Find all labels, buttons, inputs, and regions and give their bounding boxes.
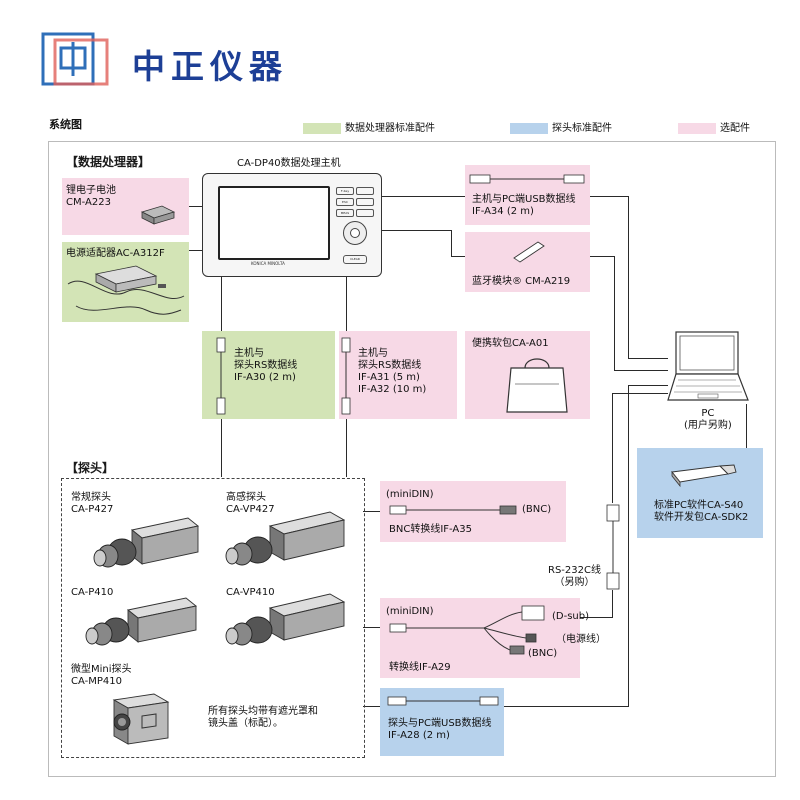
device-screen	[218, 186, 330, 260]
line-bt-in	[451, 256, 465, 257]
line-usb-pc-h	[590, 196, 628, 197]
usb-cable-label: 主机与PC端USB数据线 IF-A34 (2 m)	[472, 194, 576, 217]
brand-logo	[41, 32, 109, 88]
brand-name: 中正仪器	[132, 47, 288, 86]
legend-label-probe: 探头标准配件	[552, 123, 612, 134]
legend-swatch-green	[303, 123, 341, 134]
device-key-6[interactable]	[356, 209, 374, 217]
probe-p427-icon	[93, 517, 200, 568]
device-key-clear[interactable]: CLEAR	[343, 255, 367, 264]
usb-cable-icon	[469, 174, 585, 184]
diagram-frame	[48, 141, 776, 777]
line-bt-pc-h	[590, 256, 614, 257]
section-processor-heading: 【数据处理器】	[66, 155, 151, 169]
line-bt-vert	[451, 230, 452, 256]
battery-box	[62, 178, 189, 235]
device-key-5[interactable]: MEAS	[336, 209, 354, 217]
probe-label-p410: CA-P410	[71, 587, 114, 598]
probe-usb-icon	[387, 696, 499, 706]
soft-case-label: 便携软包CA-A01	[472, 338, 549, 349]
rs232c-cable-icon	[606, 504, 620, 590]
main-unit-device: KONICA MINOLTA F-Key ESC MEAS CLEAR	[202, 173, 382, 277]
bnc-cable-right: (BNC)	[522, 504, 552, 515]
rs-cable-opt-label: 主机与 探头RS数据线 IF-A31 (5 m) IF-A32 (10 m)	[358, 348, 427, 395]
probe-usb-label: 探头与PC端USB数据线 IF-A28 (2 m)	[388, 718, 492, 741]
bluetooth-box	[465, 232, 590, 292]
bluetooth-label: 蓝牙模块® CM-A219	[472, 276, 571, 287]
adapter-label: 电源适配器AC-A312F	[66, 248, 165, 259]
line-a29	[363, 627, 380, 628]
laptop-pc-icon	[667, 331, 749, 401]
probe-label-mp410: 微型Mini探头 CA-MP410	[71, 664, 132, 687]
rs232c-label: RS-232C线 （另购）	[548, 565, 601, 588]
usb-dongle-icon	[671, 464, 737, 488]
line-a28-pc-h2	[628, 385, 668, 386]
legend-swatch-blue	[510, 123, 548, 134]
line-bt-pc-v	[614, 256, 615, 370]
probe-mp410-icon	[112, 693, 170, 745]
software-label: 标准PC软件CA-S40 软件开发包CA-SDK2	[654, 500, 749, 523]
rs-cable-opt-icon	[341, 337, 351, 415]
software-box	[637, 448, 763, 538]
device-key-3[interactable]: ESC	[336, 198, 354, 206]
probes-group	[61, 478, 365, 758]
legend-label-processor: 数据处理器标准配件	[345, 123, 435, 134]
device-key-1[interactable]: F-Key	[336, 187, 354, 195]
bnc-cable-icon	[389, 505, 517, 515]
probe-note: 所有探头均带有遮光罩和 镜头盖（标配）。	[208, 706, 318, 729]
line-rs232-dsub	[612, 590, 613, 618]
legend-swatch-pink	[678, 123, 716, 134]
probe-label-vp427: 高感探头 CA-VP427	[226, 492, 275, 515]
battery-icon	[140, 205, 176, 225]
a29-name: 转换线IF-A29	[389, 662, 451, 673]
soft-case-icon	[506, 358, 568, 413]
rs-cable-opt-box	[339, 331, 457, 419]
legend-label-optional: 选配件	[720, 123, 750, 134]
line-battery-main	[189, 206, 202, 207]
section-probes-heading: 【探头】	[66, 461, 115, 475]
bnc-cable-left: (miniDIN)	[386, 489, 434, 500]
line-rs232-h	[612, 393, 668, 394]
line-main-usb	[381, 196, 465, 197]
bluetooth-module-icon	[513, 241, 545, 263]
line-bnc	[363, 511, 380, 512]
a29-cable-box	[380, 598, 580, 678]
bnc-cable-name: BNC转换线IF-A35	[389, 524, 472, 535]
a29-left: (miniDIN)	[386, 606, 434, 617]
probe-vp410-icon	[225, 593, 346, 646]
battery-label: 锂电子电池 CM-A223	[66, 185, 116, 208]
line-rs232-v	[612, 393, 613, 503]
line-bt-pc-h2	[614, 370, 668, 371]
main-unit-label: CA-DP40数据处理主机	[237, 158, 341, 169]
a29-bnc: (BNC)	[528, 648, 558, 659]
pc-label: PC (用户另购)	[684, 408, 732, 431]
line-a28-pc-h	[504, 706, 628, 707]
power-adapter-icon	[67, 265, 185, 315]
rs-cable-std-label: 主机与 探头RS数据线 IF-A30 (2 m)	[234, 348, 298, 383]
probe-p410-icon	[85, 597, 198, 646]
device-brand: KONICA MINOLTA	[251, 261, 285, 266]
probe-label-vp410: CA-VP410	[226, 587, 275, 598]
line-rs232-dsub-h	[580, 617, 613, 618]
page-title: 系统图	[49, 118, 82, 131]
line-adapter-main	[189, 250, 202, 251]
a29-cable-icon	[389, 605, 545, 655]
bnc-cable-box	[380, 481, 566, 542]
device-key-4[interactable]	[356, 198, 374, 206]
rs-cable-std-icon	[216, 337, 226, 415]
device-dpad-center[interactable]	[350, 228, 360, 238]
line-a28-pc-v	[628, 385, 629, 707]
a29-dsub: (D-sub)	[552, 611, 590, 622]
line-main-bt	[381, 230, 451, 231]
device-key-2[interactable]	[356, 187, 374, 195]
line-usb-pc-v	[628, 196, 629, 358]
probe-vp427-icon	[225, 511, 346, 566]
probe-label-p427: 常规探头 CA-P427	[71, 492, 114, 515]
line-pc-software	[746, 404, 747, 448]
logo-mark-icon	[41, 32, 109, 86]
line-usb-pc-h2	[628, 358, 668, 359]
line-a28	[363, 706, 380, 707]
a29-power: （电源线）	[556, 634, 606, 645]
